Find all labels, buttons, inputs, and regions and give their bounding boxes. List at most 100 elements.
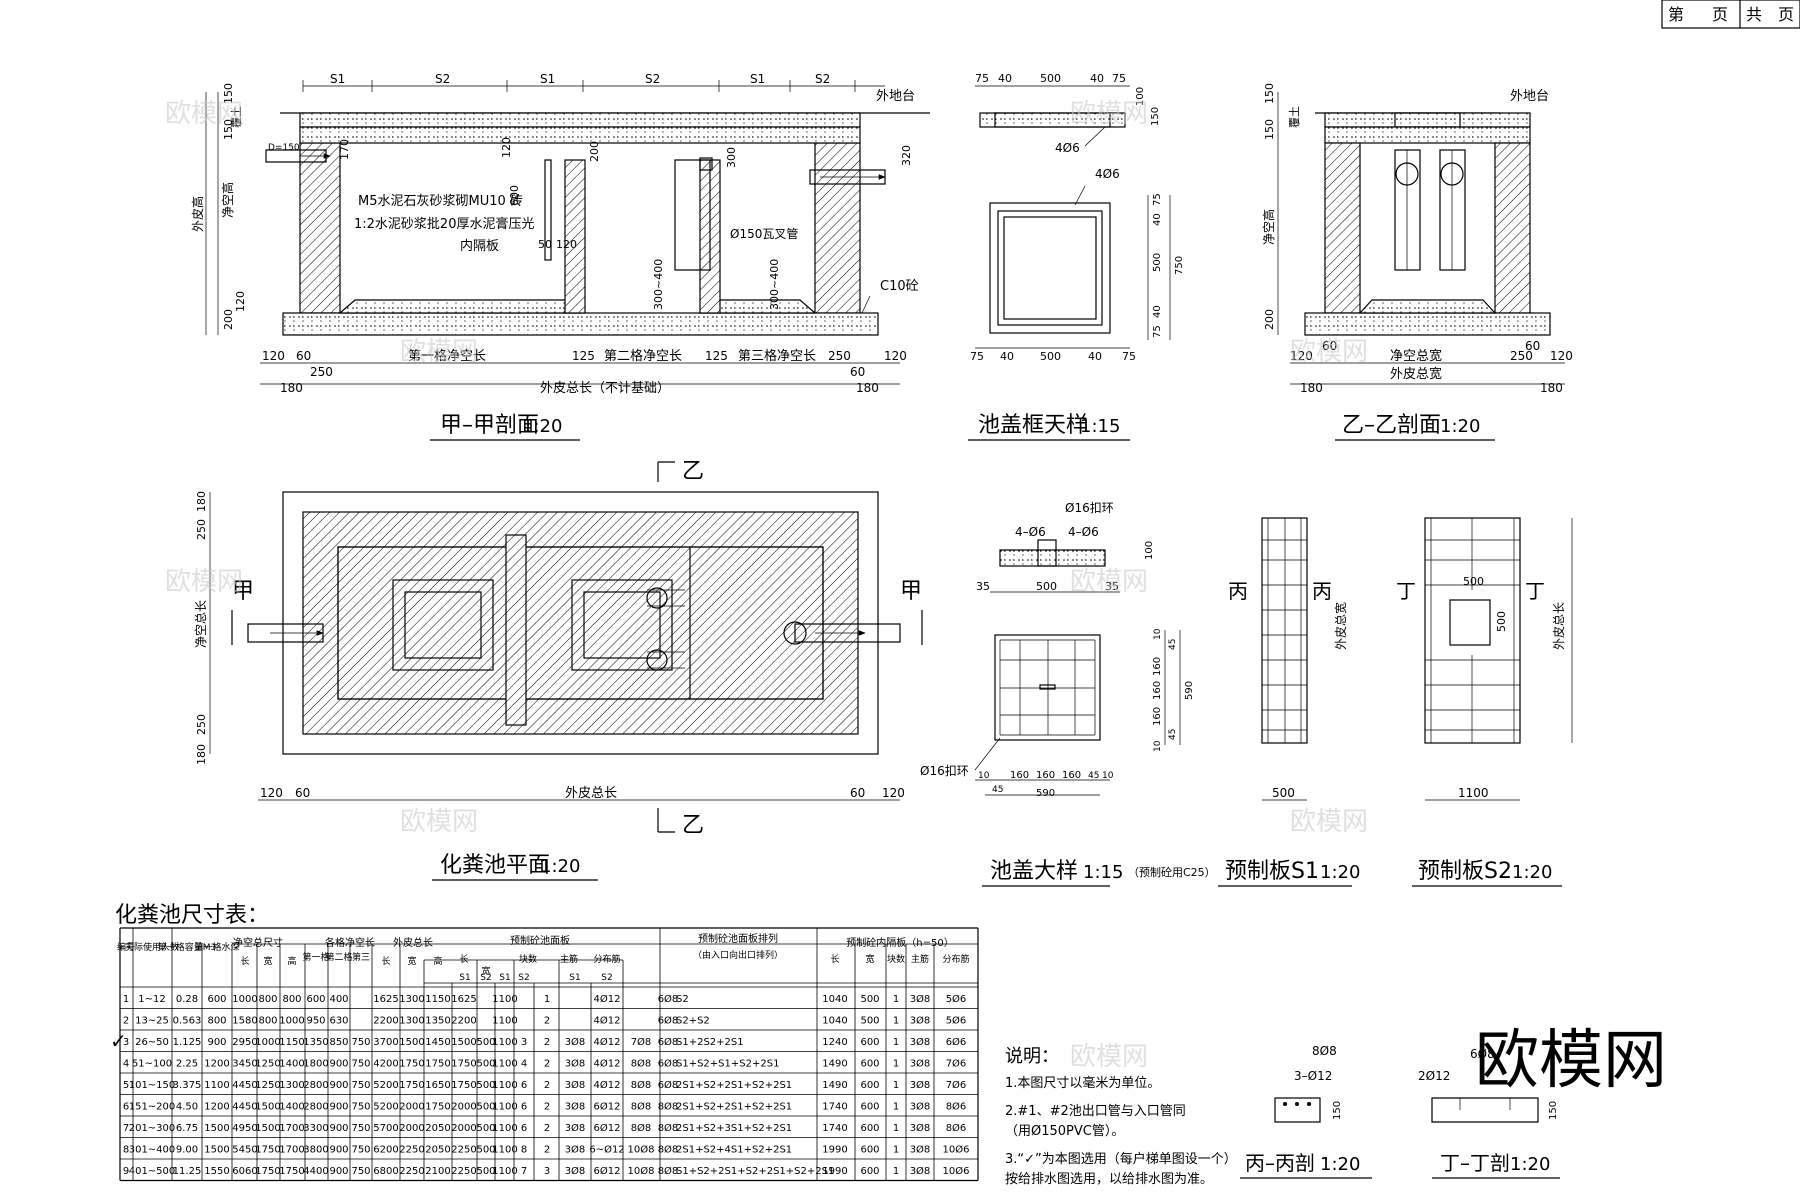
table-cell: 6 bbox=[521, 1080, 527, 1091]
table-cell: 6Ø12 bbox=[594, 1122, 621, 1134]
table-cell: 3Ø8 bbox=[910, 993, 931, 1005]
yi-bot-120b: 120 bbox=[1550, 349, 1573, 363]
table-cell: 600 bbox=[860, 1059, 879, 1070]
outdoor-label: 外地台 bbox=[876, 89, 915, 104]
table-cell: 6800 bbox=[373, 1166, 398, 1177]
table-cell: 8Ø6 bbox=[946, 1101, 967, 1113]
sec-jia-title: 甲–甲剖面 bbox=[440, 413, 539, 438]
note-2: 2.#1、#2池出口管与入口管同 bbox=[1005, 1104, 1186, 1119]
yi-bot-60b: 60 bbox=[1525, 339, 1540, 353]
table-cell: 1~12 bbox=[138, 994, 165, 1005]
page-unit-label: 页 bbox=[1712, 5, 1728, 24]
table-cell: 2 bbox=[123, 1016, 129, 1027]
table-cell: 1 bbox=[893, 1037, 899, 1048]
table-cell: 4Ø12 bbox=[594, 1015, 621, 1027]
table-cell: 600 bbox=[306, 994, 325, 1005]
sub-header: 块数 bbox=[887, 953, 905, 965]
table-cell: 1100 bbox=[492, 1037, 517, 1048]
cf-side-500: 500 bbox=[1152, 253, 1163, 272]
table-cell: 1500 bbox=[204, 1123, 229, 1134]
yi-clear-width: 净空总宽 bbox=[1390, 348, 1442, 364]
sub-header: 实际使用人数 bbox=[125, 941, 179, 953]
table-cell: 1750 bbox=[279, 1166, 304, 1177]
table-cell: 4Ø12 bbox=[594, 993, 621, 1005]
table-cell: 2 bbox=[544, 1080, 550, 1091]
dim-320: 320 bbox=[900, 145, 913, 166]
yi-outer-width: 外皮总宽 bbox=[1390, 366, 1442, 382]
table-cell: 2 bbox=[544, 1145, 550, 1156]
table-cell: 1 bbox=[544, 994, 550, 1005]
inner-board-label: 内隔板 bbox=[460, 238, 499, 254]
table-cell: 800 bbox=[258, 1016, 277, 1027]
s-header: S1 bbox=[459, 973, 470, 983]
table-cell: 2 bbox=[544, 1059, 550, 1070]
plan-drawing: 乙 甲 甲 180 250 净空总长 250 180 1 bbox=[194, 459, 923, 881]
s2-hole-width: 500 bbox=[1463, 575, 1484, 588]
yi-cover-soil: 覆土 bbox=[1288, 106, 1301, 128]
table-cell: 7Ø6 bbox=[946, 1079, 967, 1091]
table-cell: 900 bbox=[329, 1102, 348, 1113]
sub-header: 宽 bbox=[407, 955, 416, 967]
table-cell: 900 bbox=[329, 1145, 348, 1156]
cover-frame-title: 池盖框天样 bbox=[978, 413, 1088, 438]
dim-s1: S1 bbox=[330, 72, 345, 86]
plan-bot-120: 120 bbox=[260, 786, 283, 800]
table-cell: 750 bbox=[351, 1102, 370, 1113]
yi-bot-180b: 180 bbox=[1540, 381, 1563, 395]
table-cell: 1750 bbox=[399, 1059, 424, 1070]
table-cell: 2250 bbox=[451, 1166, 476, 1177]
size-table: 化粪池尺寸表： 净空总尺寸各格净空长外皮总长预制砼池面板预制砼池面板排列（由入口… bbox=[110, 903, 979, 1182]
cd-rebar-left: 4–Ø6 bbox=[1015, 525, 1046, 539]
table-cell: 1300 bbox=[279, 1080, 304, 1091]
clear-height-label: 净空高 bbox=[220, 182, 235, 218]
table-cell: 1000 bbox=[232, 994, 257, 1005]
table-cell: 1040 bbox=[822, 1016, 847, 1027]
table-cell: 1490 bbox=[822, 1080, 847, 1091]
dim-200b: 200 bbox=[222, 309, 235, 330]
s2-length-label: 外皮总长 bbox=[1552, 602, 1566, 650]
table-cell: 600 bbox=[860, 1102, 879, 1113]
yi-bot-180: 180 bbox=[1300, 381, 1323, 395]
watermark-text: 欧模网 bbox=[1070, 1042, 1148, 1072]
table-cell: 3Ø8 bbox=[910, 1079, 931, 1091]
table-cell: 750 bbox=[351, 1166, 370, 1177]
table-cell: 3300 bbox=[303, 1123, 328, 1134]
table-cell: 1625 bbox=[373, 994, 398, 1005]
bing-mid-rebar: 3–Ø12 bbox=[1294, 1069, 1332, 1083]
table-cell: 3Ø8 bbox=[910, 1036, 931, 1048]
table-cell: 1300 bbox=[399, 1016, 424, 1027]
watermark-text: 欧模网 bbox=[1290, 337, 1368, 367]
dim-300: 300 bbox=[725, 147, 738, 168]
table-cell: 8Ø8 bbox=[631, 1079, 652, 1091]
note-3: 3.“✓”为本图选用（每户梯单图设一个） bbox=[1005, 1151, 1237, 1167]
table-cell: 3Ø8 bbox=[565, 1036, 586, 1048]
yi-dim-150b: 150 bbox=[1263, 119, 1276, 140]
table-cell: 1500 bbox=[451, 1037, 476, 1048]
cd-bot-160b: 160 bbox=[1036, 770, 1055, 781]
table-cell-arrangement: S2+S2 bbox=[676, 1016, 710, 1027]
table-cell: 8Ø8 bbox=[658, 1101, 679, 1113]
table-cell: 10Ø6 bbox=[943, 1144, 970, 1156]
table-cell: 1625 bbox=[451, 994, 476, 1005]
table-cell: 7 bbox=[521, 1166, 527, 1177]
plan-bot-60b: 60 bbox=[850, 786, 865, 800]
total-label: 共 bbox=[1746, 5, 1762, 24]
s-header: S2 bbox=[518, 973, 529, 983]
page-label: 第 bbox=[1668, 5, 1684, 24]
table-cell: 2800 bbox=[303, 1102, 328, 1113]
table-cell: 8 bbox=[521, 1145, 527, 1156]
cover-frame-drawing: 75 40 500 40 75 4Ø6 100 150 4Ø6 75 40 50… bbox=[968, 72, 1185, 441]
cover-soil-label: 覆土 bbox=[230, 106, 243, 128]
dim-bot-60b: 60 bbox=[850, 365, 865, 379]
table-cell: 2000 bbox=[451, 1123, 476, 1134]
dim-150b: 150 bbox=[222, 119, 235, 140]
cf-bot-75: 75 bbox=[970, 350, 984, 363]
table-cell: 7Ø6 bbox=[946, 1058, 967, 1070]
table-cell: 1100 bbox=[492, 1102, 517, 1113]
table-cell: 2 bbox=[544, 1016, 550, 1027]
sub-header: 块数 bbox=[519, 953, 537, 965]
watermarks: 欧模网 欧模网 欧模网 欧模网 欧模网 欧模网 欧模网 欧模网 欧模网 欧模网 bbox=[165, 99, 1667, 1098]
cd-bot-45b: 45 bbox=[1088, 771, 1099, 781]
plan-bot-60: 60 bbox=[295, 786, 310, 800]
table-cell-arrangement: 2S1+S2+3S1+S2+2S1 bbox=[676, 1123, 792, 1134]
